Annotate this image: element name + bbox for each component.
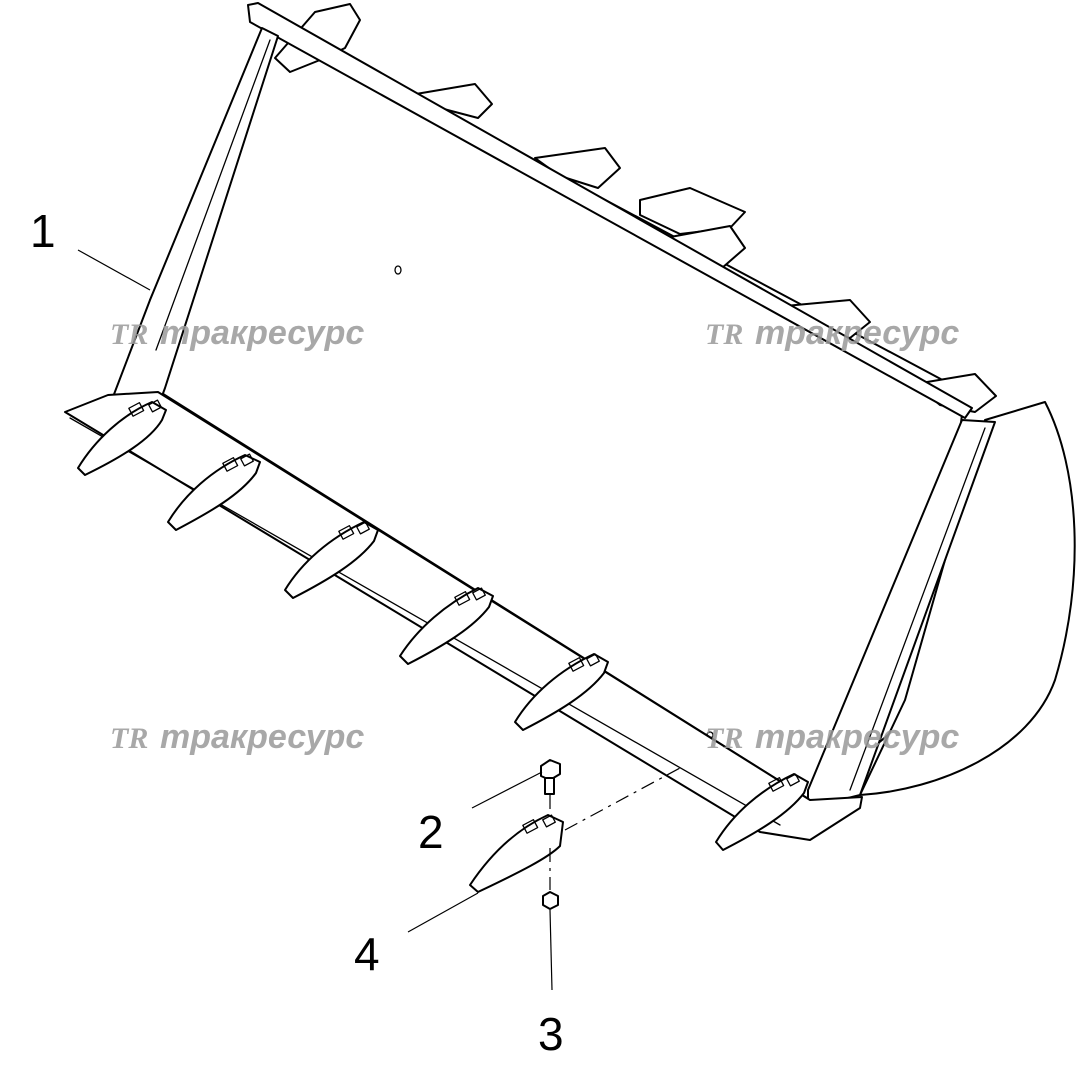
watermark-top-right: TR тракресурс <box>705 314 959 352</box>
tooth-placement-line <box>564 767 681 831</box>
watermark-logo: TR <box>705 722 743 755</box>
top-crossbar <box>247 2 973 419</box>
loose-tooth <box>469 814 564 893</box>
watermark-text: тракресурс <box>755 718 959 756</box>
tooth <box>167 453 261 531</box>
watermark-text: тракресурс <box>160 718 364 756</box>
watermark-logo: TR <box>110 722 148 755</box>
callout-4: 4 <box>354 928 380 980</box>
tooth <box>77 399 167 476</box>
bolt <box>540 759 561 795</box>
watermark-text: тракресурс <box>160 314 364 352</box>
callout-3: 3 <box>538 1008 564 1060</box>
right-side-plate <box>859 401 1076 796</box>
callout-2: 2 <box>418 806 444 858</box>
nut <box>542 891 559 910</box>
tooth <box>399 587 494 665</box>
watermark-bottom-left: TR тракресурс <box>110 718 364 756</box>
teeth-row <box>77 399 809 851</box>
tooth <box>514 653 609 731</box>
watermark-logo: TR <box>705 318 743 351</box>
exploded-parts <box>469 759 681 910</box>
watermark-top-left: TR тракресурс <box>110 314 364 352</box>
watermark-text: тракресурс <box>755 314 959 352</box>
bucket-body <box>107 2 1076 809</box>
watermark-bottom-right: TR тракресурс <box>705 718 959 756</box>
tooth <box>284 521 379 599</box>
callout-1: 1 <box>30 205 56 257</box>
watermark-logo: TR <box>110 318 148 351</box>
leader-lines <box>77 249 553 991</box>
tooth <box>715 773 809 851</box>
